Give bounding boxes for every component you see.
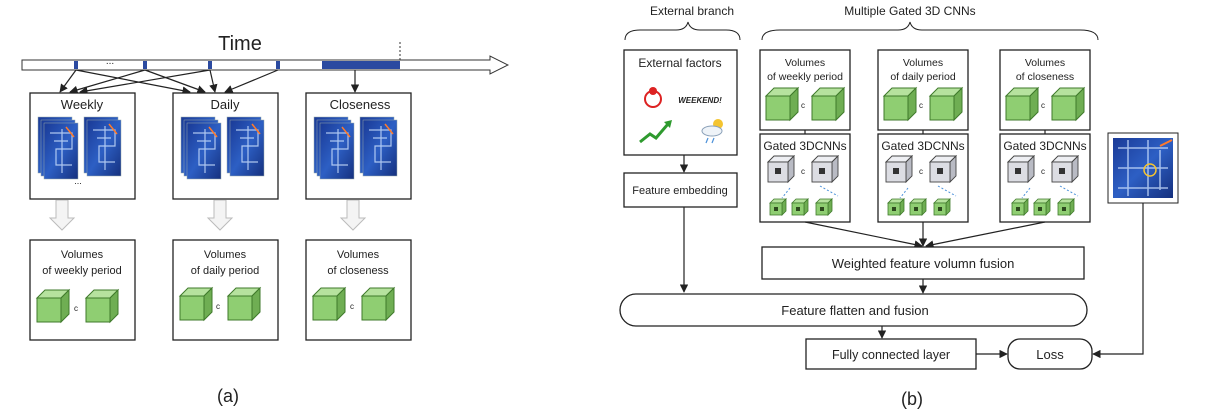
weekly-volume-line1: Volumes [61,249,104,261]
weighted-fusion-label: Weighted feature volumn fusion [832,256,1015,271]
weekly-label: Weekly [61,97,104,112]
c-symbol: c [74,304,78,313]
external-brace [624,21,741,41]
timeline-ellipsis: ... [106,56,114,67]
c-symbol: c [919,101,923,110]
c-symbol: c [919,167,923,176]
daily-volume-line1: Volumes [204,249,247,261]
fully-connected-label: Fully connected layer [832,348,950,362]
daily-volume-line2: of daily period [191,265,260,277]
weekend-text: WEEKEND! [678,96,722,105]
b-closeness-line1: Volumes [1025,57,1065,69]
loss-label: Loss [1036,347,1064,362]
feature-embedding-box [623,172,738,208]
gated-cnn-weekly: Gated 3DCNNs c [759,133,851,223]
b-weekly-line1: Volumes [785,57,825,69]
c-symbol: c [350,302,354,311]
weather-icon [701,119,723,144]
panel-b: External branch Multiple Gated 3D CNNs E… [619,4,1179,409]
c-symbol: c [1041,101,1045,110]
b-daily-line1: Volumes [903,57,943,69]
flatten-fusion-label: Feature flatten and fusion [781,303,928,318]
gated-cnn-closeness: Gated 3DCNNs c [999,133,1091,223]
closeness-volume-line2: of closeness [327,265,389,277]
down-arrow-closeness [339,199,367,231]
caption-a: (a) [217,386,239,406]
b-daily-line2: of daily period [890,71,956,83]
timeline-arrow [21,55,510,75]
closeness-label: Closeness [330,97,391,112]
time-tick [74,61,78,69]
b-weekly-line2: of weekly period [767,71,843,83]
holiday-icon [644,87,662,108]
down-arrow-weekly [48,199,76,231]
closeness-window [322,61,400,69]
trend-icon [639,120,672,144]
time-label: Time [218,33,262,55]
gated-label: Gated 3DCNNs [763,139,846,153]
time-tick [276,61,280,69]
feature-embedding-label: Feature embedding [632,185,727,197]
closeness-volume-line1: Volumes [337,249,380,261]
daily-label: Daily [211,97,240,112]
caption-b: (b) [901,389,923,409]
flatten-fusion-box [619,293,1088,327]
multiple-cnns-label: Multiple Gated 3D CNNs [844,4,975,18]
external-branch-label: External branch [650,4,734,18]
gated-cnn-daily: Gated 3DCNNs c [877,133,969,223]
time-tick [208,61,212,69]
ground-truth-map [1107,132,1179,204]
c-symbol: c [801,167,805,176]
down-arrow-daily [206,199,234,231]
gated-label: Gated 3DCNNs [881,139,964,153]
panel-a: Time ... Weekly ... Daily Closeness [21,33,510,406]
b-closeness-line2: of closeness [1016,71,1074,83]
time-tick [143,61,147,69]
weekly-volume-line2: of weekly period [42,265,122,277]
gated-label: Gated 3DCNNs [1003,139,1086,153]
external-factors-label: External factors [638,56,721,70]
fully-connected-box [805,338,977,370]
svg-text:...: ... [74,176,82,186]
external-factors-box [623,49,738,156]
loss-box [1007,338,1093,370]
c-symbol: c [801,101,805,110]
weighted-fusion-box [761,246,1085,280]
cnn-brace [761,21,1099,41]
c-symbol: c [1041,167,1045,176]
c-symbol: c [216,302,220,311]
